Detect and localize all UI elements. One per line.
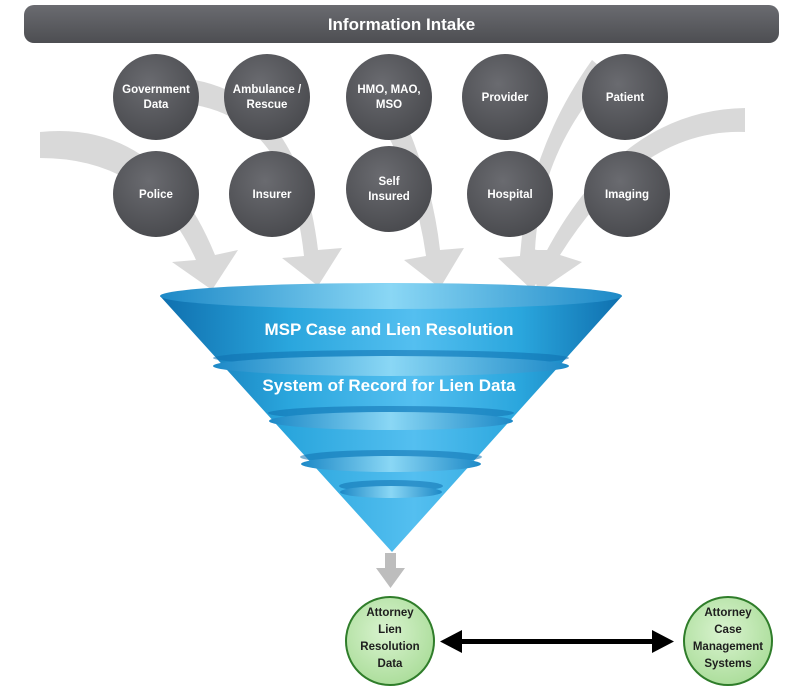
output-label: Management [693, 641, 763, 653]
banner-title: Information Intake [328, 15, 475, 34]
source-label: Ambulance / [233, 84, 302, 96]
lien-resolution-funnel: MSP Case and Lien Resolution System of R… [160, 283, 622, 552]
source-provider: Provider [462, 54, 548, 140]
output-label: Resolution [360, 641, 419, 653]
source-label: Police [139, 189, 173, 201]
information-intake-banner: Information Intake [24, 5, 779, 43]
output-label: Data [378, 658, 404, 670]
source-label: Government [122, 84, 190, 96]
source-government-data: Government Data [113, 54, 199, 140]
funnel-output-arrow [376, 553, 405, 588]
source-police: Police [113, 151, 199, 237]
output-attorney-lien-resolution-data: Attorney Lien Resolution Data [345, 596, 435, 686]
source-insurer: Insurer [229, 151, 315, 237]
output-label: Attorney [366, 607, 414, 619]
source-hmo-mao-mso: HMO, MAO, MSO [346, 54, 432, 140]
source-label: Insurer [253, 189, 293, 201]
funnel-label-2: System of Record for Lien Data [262, 376, 516, 395]
source-label: Hospital [487, 189, 532, 201]
output-label: Systems [704, 658, 751, 670]
output-label: Lien [378, 624, 402, 636]
source-label: MSO [376, 99, 402, 111]
source-self-insured: Self Insured [346, 146, 432, 232]
bidirectional-connector-arrow [440, 630, 674, 653]
source-row-2: Police Insurer Self Insured Hospital Ima… [113, 146, 670, 237]
source-imaging: Imaging [584, 151, 670, 237]
source-label: Rescue [247, 99, 288, 111]
output-label: Case [714, 624, 742, 636]
source-label: HMO, MAO, [357, 84, 420, 96]
source-label: Insured [368, 191, 410, 203]
output-attorney-case-management-systems: Attorney Case Management Systems [683, 596, 773, 686]
output-label: Attorney [704, 607, 752, 619]
source-label: Self [378, 176, 399, 188]
source-hospital: Hospital [467, 151, 553, 237]
funnel-label-1: MSP Case and Lien Resolution [264, 320, 513, 339]
source-label: Data [144, 99, 170, 111]
source-patient: Patient [582, 54, 668, 140]
source-label: Provider [482, 92, 529, 104]
source-ambulance-rescue: Ambulance / Rescue [224, 54, 310, 140]
source-row-1: Government Data Ambulance / Rescue HMO, … [113, 54, 668, 140]
source-label: Patient [606, 92, 645, 104]
source-label: Imaging [605, 189, 649, 201]
